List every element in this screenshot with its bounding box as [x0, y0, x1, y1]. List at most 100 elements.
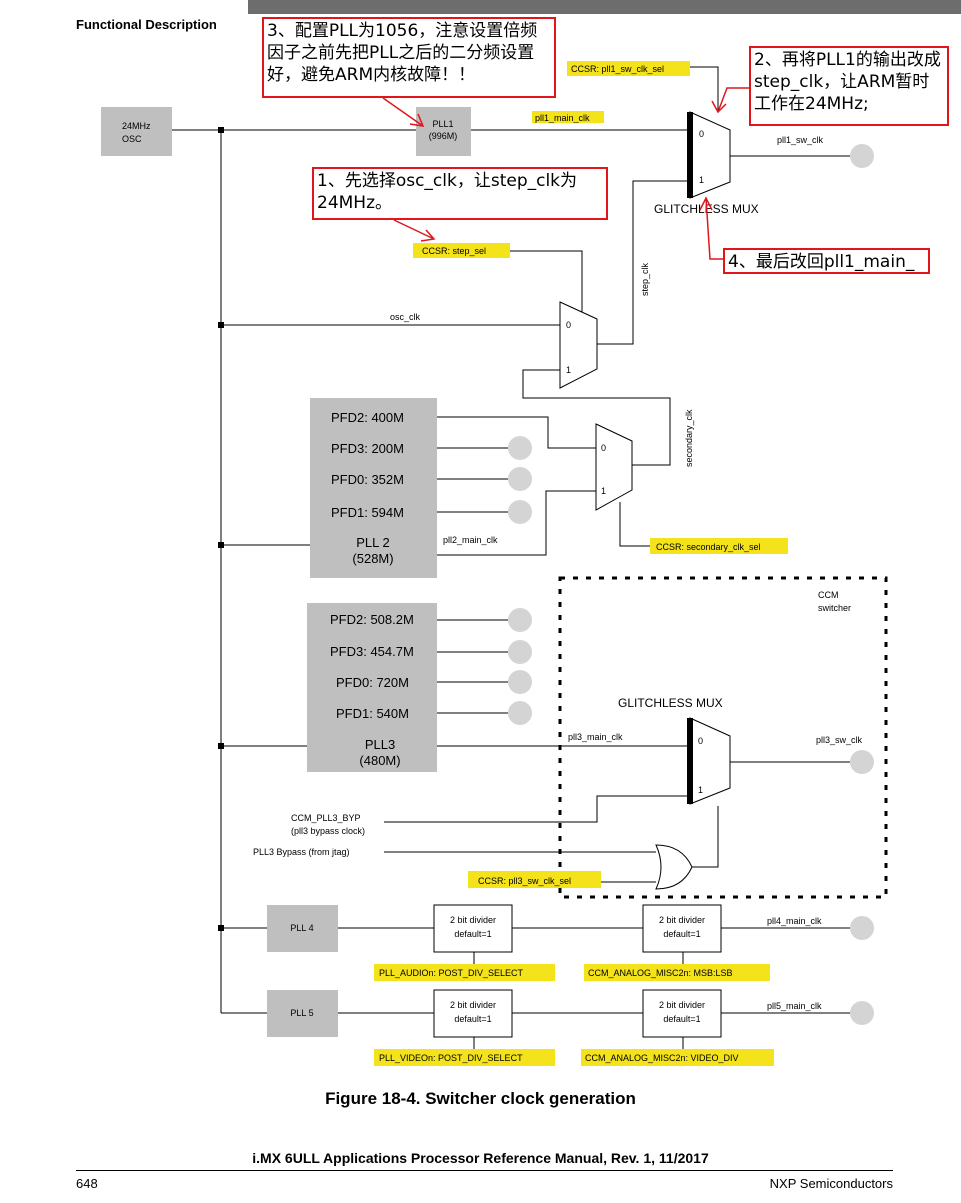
svg-text:PFD2: 400M: PFD2: 400M	[331, 410, 404, 425]
svg-text:CCSR: step_sel: CCSR: step_sel	[422, 246, 486, 256]
company-name: NXP Semiconductors	[769, 1176, 893, 1191]
glitchless-mux-3-label: GLITCHLESS MUX	[618, 696, 723, 710]
svg-text:(528M): (528M)	[352, 551, 393, 566]
svg-text:PLL_AUDIOn: POST_DIV_SELECT: PLL_AUDIOn: POST_DIV_SELECT	[379, 968, 524, 978]
svg-text:default=1: default=1	[454, 929, 491, 939]
divider-pll4-misc: 2 bit divider default=1	[642, 904, 722, 953]
svg-text:OSC: OSC	[122, 134, 142, 144]
sel-misc2-video-div: CCM_ANALOG_MISC2n: VIDEO_DIV	[581, 1049, 774, 1066]
osc-clk-label: osc_clk	[390, 312, 421, 322]
header-bar	[248, 0, 961, 14]
svg-text:(996M): (996M)	[429, 131, 458, 141]
svg-text:PLL 5: PLL 5	[290, 1008, 313, 1018]
svg-text:0: 0	[601, 443, 606, 453]
svg-text:0: 0	[699, 129, 704, 139]
svg-text:PLL3: PLL3	[365, 737, 395, 752]
svg-text:24MHz: 24MHz	[122, 121, 151, 131]
pfd3-454-endpoint	[508, 640, 532, 664]
pll2-block: PFD2: 400M PFD3: 200M PFD0: 352M PFD1: 5…	[310, 398, 437, 578]
svg-text:2 bit divider: 2 bit divider	[450, 1000, 496, 1010]
svg-text:default=1: default=1	[663, 1014, 700, 1024]
sel-pll3-sw-clk: CCSR: pll3_sw_clk_sel	[468, 871, 601, 888]
pll1-main-clk-label: pll1_main_clk	[535, 113, 590, 123]
ccm-switcher-box	[558, 576, 888, 899]
svg-text:1: 1	[698, 785, 703, 795]
svg-text:CCM_ANALOG_MISC2n: VIDEO_DIV: CCM_ANALOG_MISC2n: VIDEO_DIV	[585, 1053, 739, 1063]
sel-pll-video: PLL_VIDEOn: POST_DIV_SELECT	[374, 1049, 555, 1066]
figure-caption: Figure 18-4. Switcher clock generation	[325, 1089, 636, 1108]
svg-text:PFD3: 454.7M: PFD3: 454.7M	[330, 644, 414, 659]
pll4-main-clk-label: pll4_main_clk	[767, 916, 822, 926]
svg-text:PLL1: PLL1	[432, 119, 453, 129]
svg-text:1: 1	[699, 175, 704, 185]
footer-divider	[76, 1170, 893, 1171]
svg-text:PLL 4: PLL 4	[290, 923, 313, 933]
svg-text:PFD0: 720M: PFD0: 720M	[336, 675, 409, 690]
footer-title: i.MX 6ULL Applications Processor Referen…	[252, 1150, 709, 1166]
svg-text:CCSR: pll1_sw_clk_sel: CCSR: pll1_sw_clk_sel	[571, 64, 664, 74]
pll2-main-clk-label: pll2_main_clk	[443, 535, 498, 545]
sel-misc2-msb-lsb: CCM_ANALOG_MISC2n: MSB:LSB	[584, 964, 770, 981]
svg-text:CCSR: secondary_clk_sel: CCSR: secondary_clk_sel	[656, 542, 761, 552]
pll3-bypass-label: PLL3 Bypass (from jtag)	[253, 847, 350, 857]
or-gate	[655, 844, 693, 890]
svg-text:PFD0: 352M: PFD0: 352M	[331, 472, 404, 487]
pll4-main-clk-endpoint	[850, 916, 874, 940]
pfd2-508-endpoint	[508, 608, 532, 632]
sel-pll-audio: PLL_AUDIOn: POST_DIV_SELECT	[374, 964, 555, 981]
secondary-clk-label: secondary_clk	[684, 409, 694, 467]
svg-text:PFD3: 200M: PFD3: 200M	[331, 441, 404, 456]
sel-pll1-sw-clk: CCSR: pll1_sw_clk_sel	[567, 61, 690, 76]
ccm-switcher-label-2: switcher	[818, 603, 851, 613]
svg-text:2 bit divider: 2 bit divider	[659, 915, 705, 925]
ccm-pll3-byp-desc: (pll3 bypass clock)	[291, 826, 365, 836]
divider-pll4-post: 2 bit divider default=1	[433, 904, 513, 953]
svg-text:1: 1	[566, 365, 571, 375]
osc-block: 24MHz OSC	[101, 107, 172, 156]
pfd0-720-endpoint	[508, 670, 532, 694]
svg-text:PLL 2: PLL 2	[356, 535, 390, 550]
svg-text:PFD1: 594M: PFD1: 594M	[331, 505, 404, 520]
svg-text:(480M): (480M)	[359, 753, 400, 768]
secondary-mux: 0 1	[595, 423, 633, 511]
pfd1-594-endpoint	[508, 500, 532, 524]
annotation-note-1: 1、先选择osc_clk，让step_clk为24MHz。	[312, 167, 608, 220]
pll4-block: PLL 4	[267, 905, 338, 952]
sel-step: CCSR: step_sel	[413, 243, 510, 258]
annotation-note-2: 2、再将PLL1的输出改成step_clk，让ARM暂时工作在24MHz;	[749, 46, 949, 126]
svg-text:0: 0	[566, 320, 571, 330]
glitchless-mux-3: 0 1	[687, 717, 731, 805]
page-number: 648	[76, 1176, 98, 1191]
svg-text:2 bit divider: 2 bit divider	[450, 915, 496, 925]
section-header: Functional Description	[76, 17, 217, 32]
glitchless-mux-1: 0 1	[687, 111, 731, 199]
annotation-note-4: 4、最后改回pll1_main_	[723, 248, 930, 274]
pll1-sw-clk-label: pll1_sw_clk	[777, 135, 824, 145]
pll3-main-clk-label: pll3_main_clk	[568, 732, 623, 742]
svg-text:PLL_VIDEOn: POST_DIV_SELECT: PLL_VIDEOn: POST_DIV_SELECT	[379, 1053, 523, 1063]
annotation-note-3: 3、配置PLL为1056，注意设置倍频因子之前先把PLL之后的二分频设置好，避免…	[262, 17, 556, 98]
sel-secondary-clk: CCSR: secondary_clk_sel	[650, 538, 788, 554]
pll3-sw-clk-label: pll3_sw_clk	[816, 735, 863, 745]
divider-pll5-misc: 2 bit divider default=1	[642, 989, 722, 1038]
pll1-sw-clk-endpoint	[850, 144, 874, 168]
pfd3-200-endpoint	[508, 436, 532, 460]
ccm-switcher-label: CCM	[818, 590, 839, 600]
svg-text:default=1: default=1	[663, 929, 700, 939]
pll5-main-clk-endpoint	[850, 1001, 874, 1025]
step-mux: 0 1	[559, 301, 598, 389]
svg-text:1: 1	[601, 486, 606, 496]
pll5-main-clk-label: pll5_main_clk	[767, 1001, 822, 1011]
step-clk-label: step_clk	[640, 262, 650, 296]
pll1-block: PLL1 (996M)	[416, 107, 471, 156]
svg-text:default=1: default=1	[454, 1014, 491, 1024]
svg-text:CCM_ANALOG_MISC2n: MSB:LSB: CCM_ANALOG_MISC2n: MSB:LSB	[588, 968, 733, 978]
svg-text:CCSR: pll3_sw_clk_sel: CCSR: pll3_sw_clk_sel	[478, 876, 571, 886]
pll3-block: PFD2: 508.2M PFD3: 454.7M PFD0: 720M PFD…	[307, 603, 437, 772]
svg-text:PFD2: 508.2M: PFD2: 508.2M	[330, 612, 414, 627]
svg-text:PFD1: 540M: PFD1: 540M	[336, 706, 409, 721]
pfd1-540-endpoint	[508, 701, 532, 725]
pfd0-352-endpoint	[508, 467, 532, 491]
